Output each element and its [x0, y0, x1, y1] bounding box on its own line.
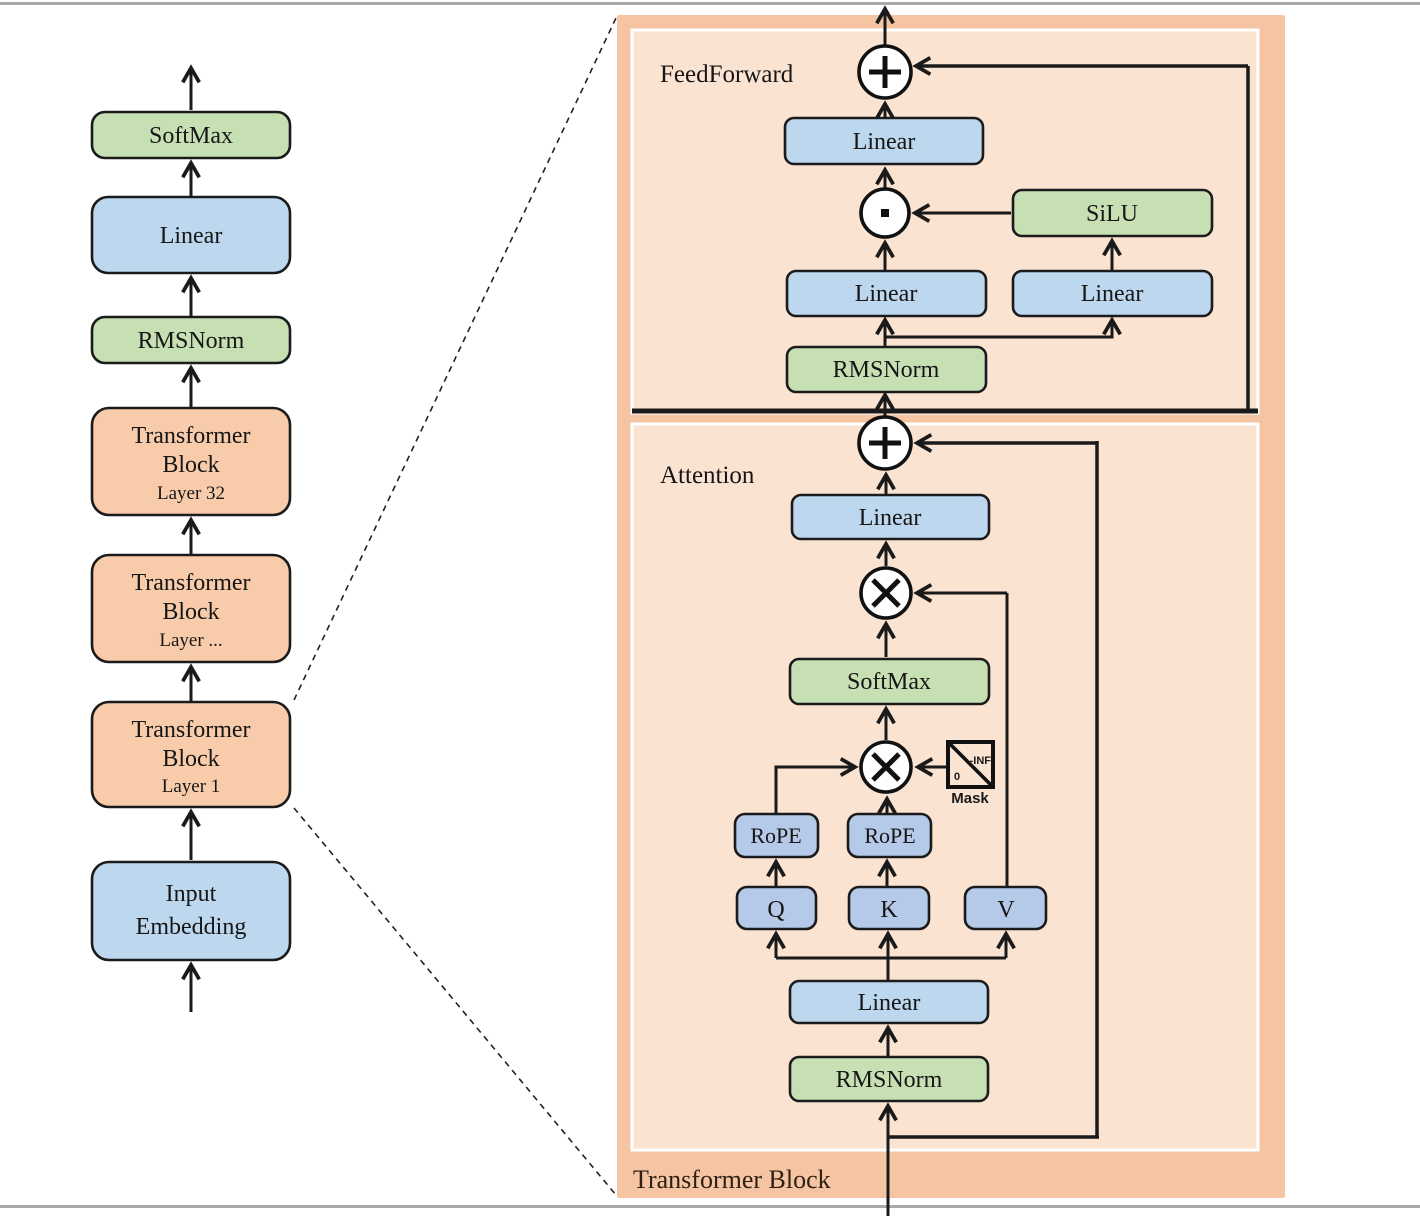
ff-linear-left-label: Linear [855, 281, 918, 307]
tb1-line1: Transformer [131, 717, 250, 743]
dot-icon [881, 209, 889, 217]
feedforward-section-label: FeedForward [660, 61, 794, 88]
bottom-rule [0, 1205, 1420, 1208]
mask-diagonal [947, 741, 994, 788]
zoom-guide-top-line [293, 17, 617, 701]
attn-rmsnorm-label: RMSNorm [836, 1067, 943, 1093]
transformer-block-layer1 [90, 700, 292, 809]
input-embedding-line1: Input [166, 881, 217, 907]
mask-zero-label: 0 [954, 771, 960, 783]
rope-left-block [733, 812, 820, 859]
attn-linear-in-block [788, 979, 990, 1025]
tb32-line2: Block [162, 452, 219, 478]
plus-icon [869, 427, 901, 459]
transformer-block-layer-dots [90, 553, 292, 664]
ff-linear-right-block [1011, 269, 1214, 318]
transformer-block-panel-title: Transformer Block [633, 1165, 831, 1194]
times-icon [871, 578, 901, 608]
transformer-block-layer32 [90, 406, 292, 517]
attention-panel [630, 422, 1260, 1152]
q-block [735, 885, 818, 931]
attn-rmsnorm-block [788, 1055, 990, 1103]
tb1-sub: Layer 1 [162, 776, 221, 797]
attn-linear-in-label: Linear [858, 990, 921, 1016]
ff-linear-top-block [783, 116, 985, 166]
linear-block [90, 195, 292, 275]
rope-right-label: RoPE [864, 823, 915, 848]
tbdots-sub: Layer ... [159, 630, 222, 651]
attn-linear-out-block [790, 493, 991, 541]
ff-linear-left-block [785, 269, 988, 318]
mask-label: Mask [951, 790, 989, 807]
v-label: V [997, 897, 1015, 923]
attention-section-label: Attention [660, 462, 755, 489]
ff-linear-right-label: Linear [1081, 281, 1144, 307]
tb1-line2: Block [162, 746, 219, 772]
silu-block [1011, 188, 1214, 238]
plus-icon [869, 56, 901, 88]
rmsnorm-label: RMSNorm [138, 328, 245, 354]
attn-linear-out-label: Linear [859, 505, 922, 531]
zoom-guide-bottom-line [293, 807, 617, 1196]
softmax-block [90, 110, 292, 160]
v-block [963, 885, 1048, 931]
q-label: Q [767, 897, 784, 923]
input-embedding-line2: Embedding [136, 914, 247, 940]
softmax-label: SoftMax [149, 123, 233, 149]
silu-label: SiLU [1086, 201, 1138, 227]
ff-rmsnorm-label: RMSNorm [833, 357, 940, 383]
mask-neg-inf-label: -INF [970, 755, 992, 767]
k-label: K [880, 897, 898, 923]
k-block [847, 885, 931, 931]
times-icon [871, 752, 901, 782]
attn-softmax-block [788, 657, 991, 706]
tb32-sub: Layer 32 [157, 483, 225, 504]
tbdots-line1: Transformer [131, 570, 250, 596]
attn-softmax-label: SoftMax [847, 669, 931, 695]
tbdots-line2: Block [162, 599, 219, 625]
input-embedding-block [90, 860, 292, 962]
ff-branch-to-right-linear [885, 316, 1122, 339]
linear-label: Linear [160, 223, 223, 249]
tb32-line1: Transformer [131, 423, 250, 449]
top-rule [0, 2, 1420, 5]
rope-left-label: RoPE [750, 823, 801, 848]
rmsnorm-block [90, 315, 292, 365]
rope-right-block [846, 812, 933, 859]
ff-linear-top-label: Linear [853, 129, 916, 155]
q-to-matmul-arrow [774, 757, 859, 813]
